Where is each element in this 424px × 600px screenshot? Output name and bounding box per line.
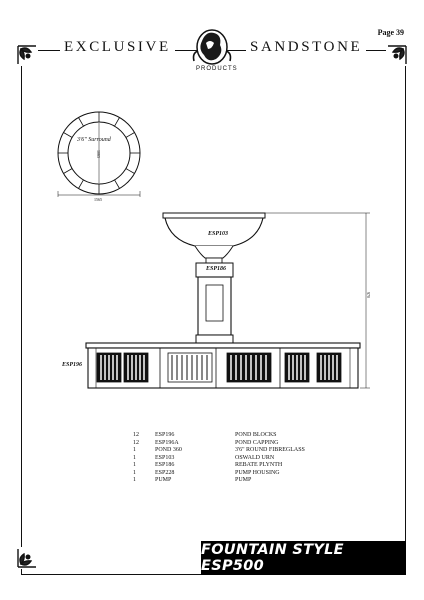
height-dimension [265,212,370,389]
plan-view [57,111,141,197]
height-dimension-label: 970 [366,292,371,298]
brand-logo-icon [192,29,232,65]
grille-bars [100,355,338,380]
pond-label: ESP196 [62,362,83,368]
page-number: Page 39 [377,28,404,37]
brand-tagline: PRODUCTS [196,66,238,72]
plan-outer-dimension: 1565 [94,197,102,202]
grille-bars-light [171,355,208,380]
brand-word-left: EXCLUSIVE [60,39,175,56]
pond-elevation [85,342,361,389]
surround-label: 3'6" Surround [77,137,111,143]
urn-label: ESP103 [208,231,229,237]
plan-inner-dimension: 1065 [96,150,101,158]
urn-elevation [162,212,266,264]
corner-ornament-top-left [16,44,38,66]
plynth-label: ESP186 [206,266,227,272]
corner-ornament-top-right [386,44,408,66]
corner-ornament-bottom-left [16,547,38,569]
brand-word-right: SANDSTONE [246,39,367,56]
page-title: FOUNTAIN STYLE ESP500 [201,541,406,575]
plynth-elevation [195,262,234,344]
